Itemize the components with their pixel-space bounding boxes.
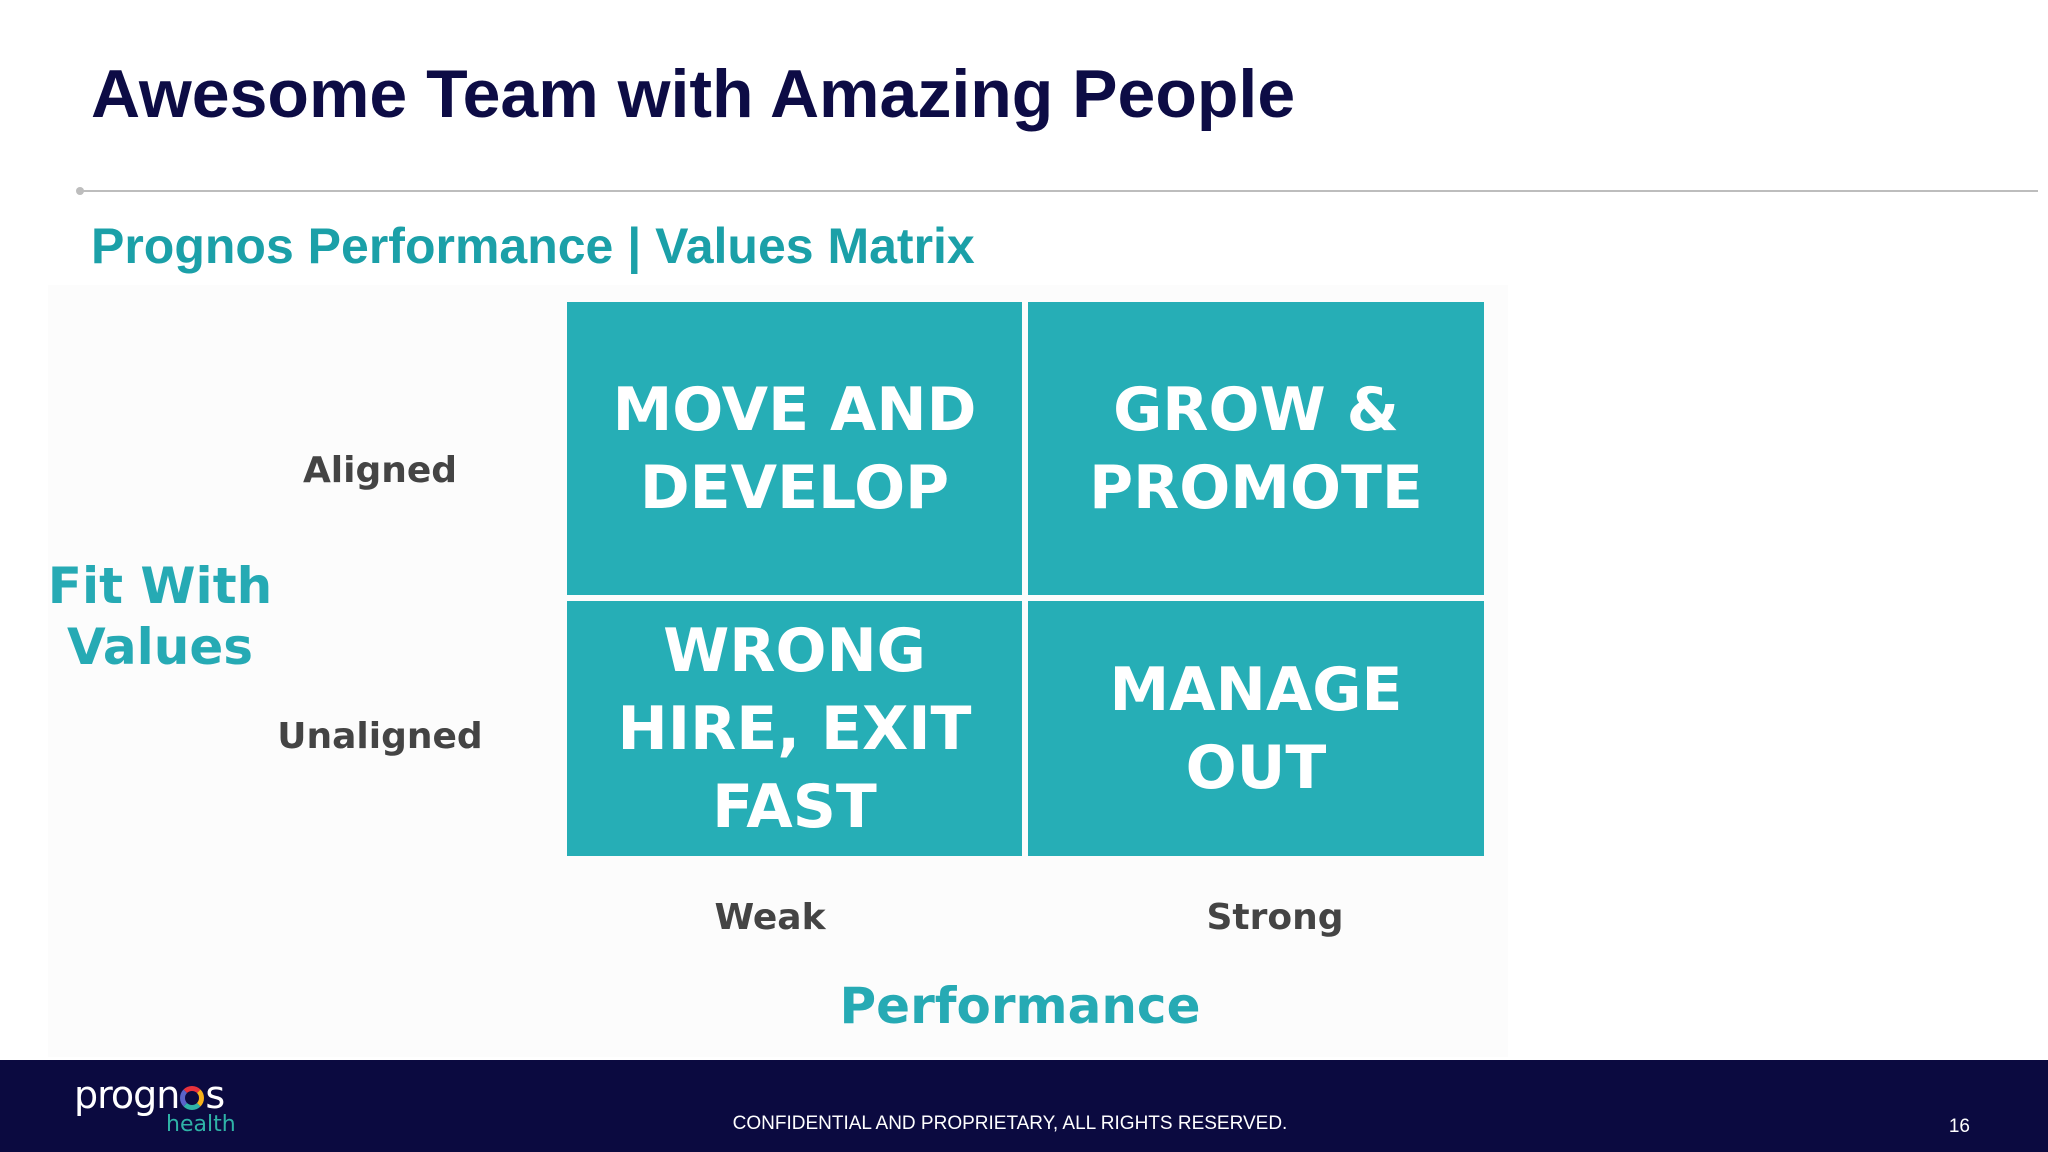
- page-number: 16: [1948, 1116, 1970, 1137]
- slide-title: Awesome Team with Amazing People: [91, 56, 1296, 132]
- logo-word-end: s: [205, 1073, 225, 1117]
- quadrant-label: WRONG HIRE, EXIT FAST: [617, 615, 972, 842]
- y-label-unaligned: Unaligned: [277, 716, 483, 757]
- confidential-notice: CONFIDENTIAL AND PROPRIETARY, ALL RIGHTS…: [732, 1113, 1288, 1134]
- x-label-weak: Weak: [714, 897, 826, 938]
- x-axis-title: Performance: [839, 977, 1201, 1035]
- x-label-strong: Strong: [1206, 897, 1344, 938]
- y-label-aligned: Aligned: [302, 450, 458, 491]
- logo-ring-icon: [180, 1086, 205, 1110]
- quadrant-label: MOVE AND DEVELOP: [612, 374, 977, 523]
- quadrant-wrong-hire-exit-fast: WRONG HIRE, EXIT FAST: [567, 601, 1022, 856]
- y-axis-title: Fit With Values: [47, 557, 273, 676]
- quadrant-label: GROW & PROMOTE: [1089, 374, 1423, 523]
- quadrant-grow-and-promote: GROW & PROMOTE: [1028, 302, 1484, 595]
- logo-subtext: health: [166, 1112, 236, 1137]
- quadrant-move-and-develop: MOVE AND DEVELOP: [567, 302, 1022, 595]
- logo-word-start: progn: [74, 1073, 180, 1117]
- quadrant-manage-out: MANAGE OUT: [1028, 601, 1484, 856]
- slide-subtitle: Prognos Performance | Values Matrix: [91, 218, 975, 274]
- title-divider: [80, 190, 2038, 192]
- quadrant-label: MANAGE OUT: [1109, 654, 1403, 803]
- footer-bar: [0, 1060, 2048, 1152]
